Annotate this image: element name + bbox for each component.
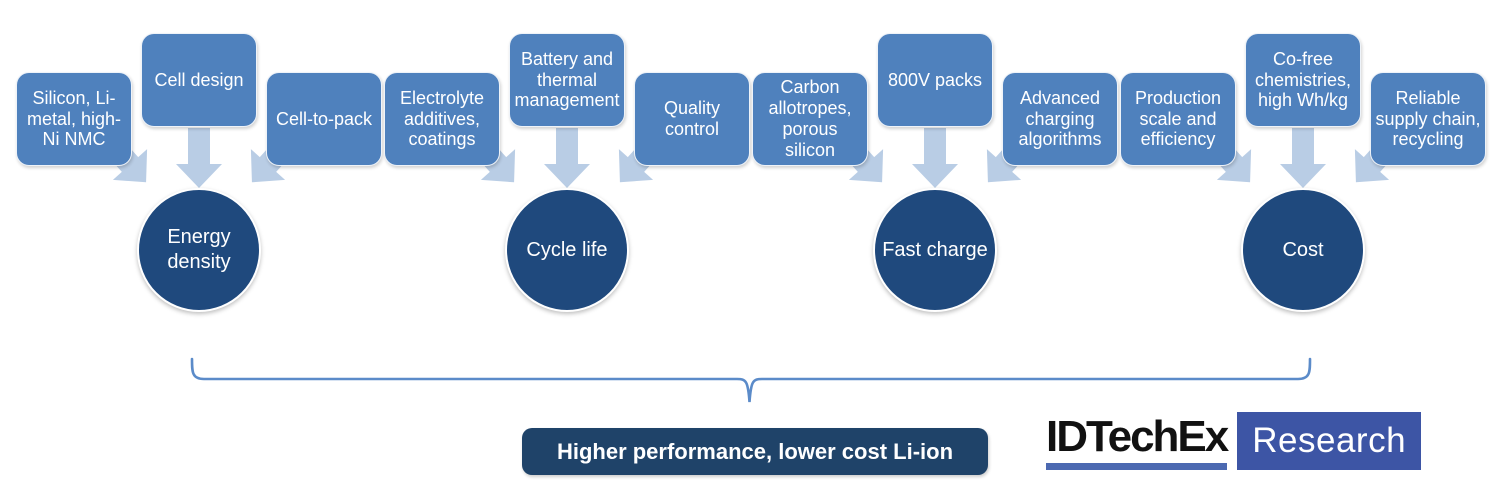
factor-box: Advanced charging algorithms	[1002, 72, 1118, 166]
factor-box: Battery and thermal management	[509, 33, 625, 127]
summary-banner: Higher performance, lower cost Li-ion	[522, 428, 988, 475]
outcome-circle-cost: Cost	[1241, 188, 1365, 312]
arrow-down-icon	[176, 128, 222, 188]
factor-box: Quality control	[634, 72, 750, 166]
logo-brand-block: IDTechEx	[1046, 412, 1229, 470]
factor-box: Electrolyte additives, coatings	[384, 72, 500, 166]
logo-underline-bar	[1046, 463, 1228, 470]
factor-box: Production scale and efficiency	[1120, 72, 1236, 166]
curly-brace	[190, 357, 1312, 403]
factor-box: 800V packs	[877, 33, 993, 127]
factor-box: Cell-to-pack	[266, 72, 382, 166]
arrow-down-icon	[912, 128, 958, 188]
arrow-down-icon	[1280, 128, 1326, 188]
idtechex-research-logo: IDTechEx Research	[1046, 412, 1422, 470]
factor-box: Carbon allotropes, porous silicon	[752, 72, 868, 166]
factor-box: Reliable supply chain, recycling	[1370, 72, 1486, 166]
logo-brand-text: IDTechEx	[1046, 412, 1229, 461]
outcome-circle-cycle-life: Cycle life	[505, 188, 629, 312]
factor-box: Silicon, Li-metal, high-Ni NMC	[16, 72, 132, 166]
arrow-down-icon	[544, 128, 590, 188]
logo-division-badge: Research	[1237, 412, 1422, 470]
factor-box: Co-free chemistries, high Wh/kg	[1245, 33, 1361, 127]
outcome-circle-energy-density: Energy density	[137, 188, 261, 312]
outcome-circle-fast-charge: Fast charge	[873, 188, 997, 312]
factor-box: Cell design	[141, 33, 257, 127]
